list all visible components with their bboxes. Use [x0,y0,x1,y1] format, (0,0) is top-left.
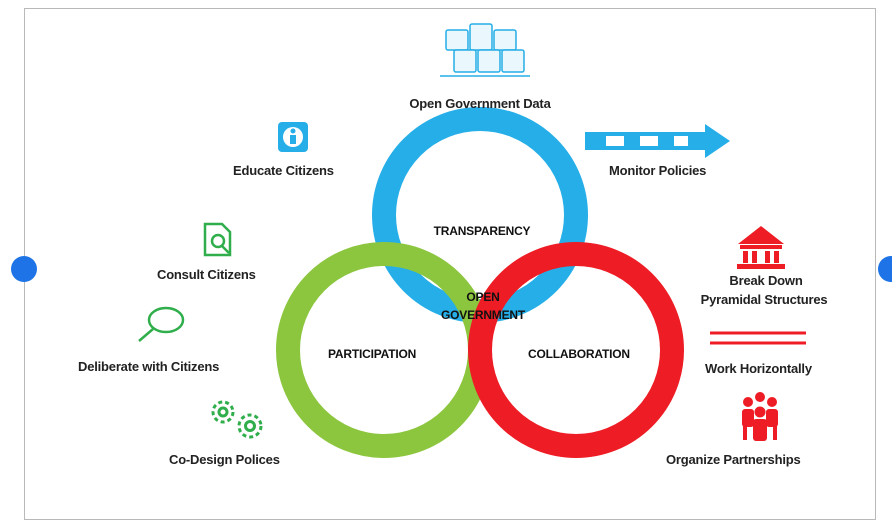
deliberate-label: Deliberate with Citizens [78,359,220,374]
participation-label: PARTICIPATION [328,347,417,361]
collaboration-label: COLLABORATION [528,347,630,361]
consult-label: Consult Citizens [157,267,256,282]
info-icon [278,122,308,152]
open-data-label: Open Government Data [409,96,551,111]
collaboration-ring [468,242,684,458]
partnerships-label: Organize Partnerships [666,452,801,467]
gears-icon [211,400,263,439]
breakdown-label-2: Pyramidal Structures [700,292,828,307]
people-group-icon [742,392,778,441]
transparency-ring [372,107,588,323]
center-label-line1: OPEN [466,290,500,304]
document-search-icon [203,222,232,257]
institution-building-icon [737,226,785,269]
codesign-label: Co-Design Polices [169,452,280,467]
educate-label: Educate Citizens [233,163,334,178]
resize-handle-left[interactable] [11,256,37,282]
center-label-line2: GOVERNMENT [440,308,526,322]
arrow-right-icon [585,124,730,158]
transparency-label: TRANSPARENCY [433,224,531,238]
breakdown-label-1: Break Down [729,273,803,288]
resize-handle-right[interactable] [878,256,892,282]
horizontal-lines-icon [710,331,806,345]
monitor-label: Monitor Policies [609,163,707,178]
database-servers-icon [440,23,530,77]
horizontal-label: Work Horizontally [705,361,812,376]
magnifier-icon [138,306,185,342]
